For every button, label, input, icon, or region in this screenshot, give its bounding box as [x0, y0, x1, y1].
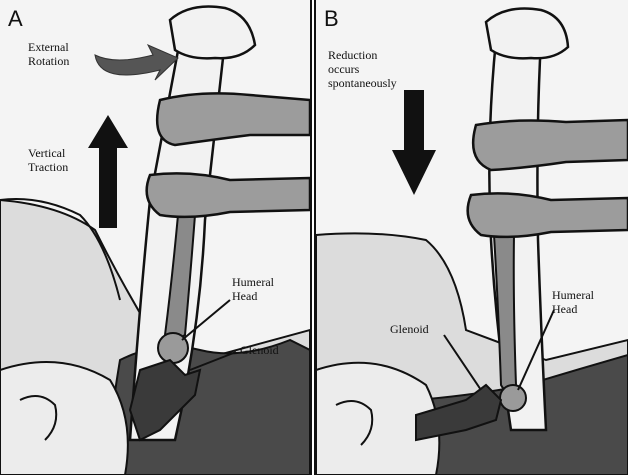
panel-b-letter: B — [324, 6, 339, 31]
reduction-arrow — [392, 90, 436, 195]
humeral-head-pointer — [517, 309, 555, 391]
reduction-label-line1: Reduction — [328, 48, 378, 62]
panel-a-illustration — [0, 5, 310, 475]
external-rotation-label-line1: External — [28, 40, 69, 54]
reduction-label-line2: occurs — [328, 62, 360, 76]
patient-ear — [335, 400, 374, 446]
examiner-arm-lower — [145, 172, 310, 219]
panel-divider — [310, 0, 316, 475]
humeral-head-bone — [499, 384, 527, 412]
humeral-head-label-line1: Humeral — [552, 288, 594, 302]
glenoid-label: Glenoid — [390, 322, 429, 336]
patient-hand — [168, 5, 257, 60]
vertical-traction-label-line2: Traction — [28, 160, 69, 174]
patient-ear — [19, 395, 58, 441]
glenoid-label: Glenoid — [240, 343, 279, 357]
patient-hand — [484, 7, 570, 60]
external-rotation-arrow — [94, 43, 179, 81]
examiner-arm-upper — [471, 118, 628, 172]
humeral-head-label-line2: Head — [552, 302, 578, 316]
bed-outline — [0, 198, 121, 301]
humeral-head-label-line1: Humeral — [232, 275, 274, 289]
vertical-traction-label-line1: Vertical — [28, 146, 66, 160]
panel-b-illustration — [316, 7, 628, 475]
scapula-glenoid — [415, 383, 503, 442]
humeral-head-label-line2: Head — [232, 289, 258, 303]
external-rotation-label-line2: Rotation — [28, 54, 70, 68]
glenoid-pointer — [189, 351, 237, 371]
humeral-head-pointer — [181, 299, 231, 341]
reduction-label-line3: spontaneously — [328, 76, 397, 90]
examiner-arm-lower — [466, 192, 628, 239]
scapula-glenoid — [128, 358, 202, 442]
panel-a-letter: A — [8, 6, 23, 31]
patient-head — [316, 361, 441, 475]
glenoid-pointer — [443, 334, 482, 391]
examiner-arm-upper — [155, 92, 310, 147]
patient-head — [0, 361, 129, 475]
vertical-traction-arrow — [88, 115, 128, 228]
panel-b: B Reduction occurs spontaneously Glenoid… — [316, 0, 628, 475]
panel-a: A External Rotation Vertical Traction Hu… — [0, 0, 310, 475]
